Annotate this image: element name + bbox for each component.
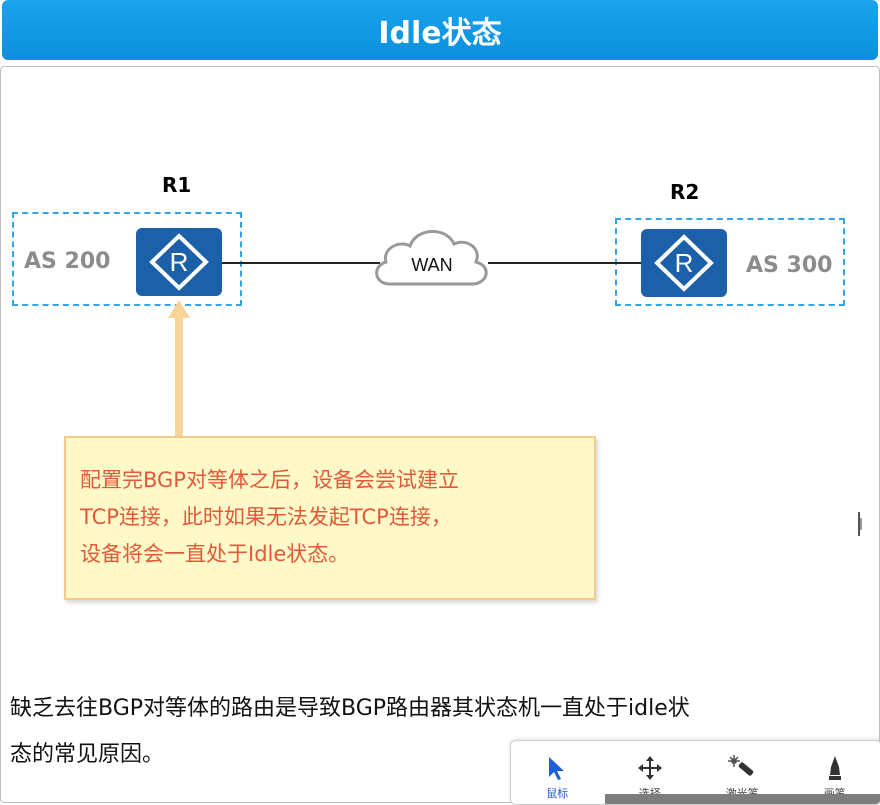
body-line-1: 缺乏去往BGP对等体的路由是导致BGP路由器其状态机一直处于idle状 [10, 686, 876, 732]
r1-label: R1 [162, 173, 191, 197]
callout-arrow [164, 298, 194, 438]
router-r1: R [136, 228, 222, 296]
slide-title-bar: Idle状态 [2, 0, 878, 60]
laser-pointer-icon [728, 755, 756, 781]
tool-mouse-label: 鼠标 [546, 785, 568, 801]
slide-title: Idle状态 [378, 8, 501, 52]
link-r1-wan [222, 262, 380, 264]
router-icon: R [641, 229, 727, 297]
r2-label: R2 [670, 180, 699, 204]
as300-label: AS 300 [746, 253, 832, 278]
callout-line-2: TCP连接，此时如果无法发起TCP连接， [80, 499, 580, 536]
wan-label: WAN [411, 255, 452, 275]
callout-line-3: 设备将会一直处于Idle状态。 [80, 536, 580, 573]
as200-label: AS 200 [24, 249, 110, 274]
router-r2-glyph: R [675, 248, 694, 278]
pen-icon [825, 755, 845, 781]
cloud-icon: WAN [368, 222, 494, 294]
router-icon: R [136, 228, 222, 296]
text-cursor-icon [857, 512, 863, 536]
cursor-icon [546, 755, 568, 781]
move-icon [637, 755, 663, 781]
router-r2: R [641, 229, 727, 297]
callout-box: 配置完BGP对等体之后，设备会尝试建立 TCP连接，此时如果无法发起TCP连接，… [64, 436, 596, 600]
wan-cloud: WAN [368, 222, 494, 294]
callout-line-1: 配置完BGP对等体之后，设备会尝试建立 [80, 462, 580, 499]
link-wan-r2 [488, 262, 644, 264]
tool-mouse[interactable]: 鼠标 [511, 741, 604, 804]
presentation-toolbar: 鼠标 选择 激光笔 画笔 [510, 740, 880, 805]
router-r1-glyph: R [170, 247, 189, 277]
